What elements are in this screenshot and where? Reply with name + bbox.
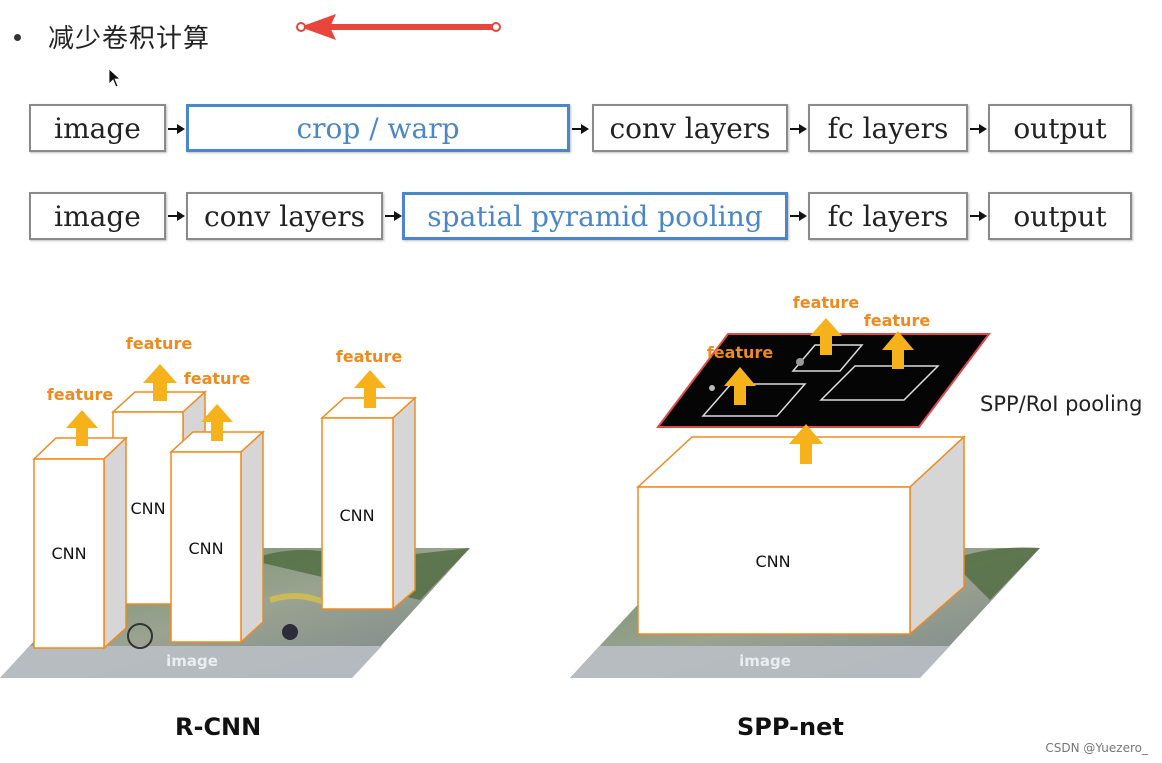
rcnn-cnn-box: CNN (169, 430, 265, 644)
row1-image-box: image (29, 104, 166, 152)
rcnn-illustration: image CNN CNN CNN CNN feature feature fe… (0, 334, 470, 678)
spp-cnn-label: CNN (755, 552, 790, 571)
spp-image-label: image (739, 652, 791, 670)
row2-spp-box: spatial pyramid pooling (402, 192, 788, 240)
arrow-right-icon (790, 124, 807, 134)
row1-fc-layers-box: fc layers (808, 104, 968, 152)
up-arrow-icon (724, 367, 756, 405)
rcnn-cnn-label: CNN (130, 499, 165, 518)
row2-image-box: image (29, 192, 166, 240)
spp-roi-box (791, 344, 864, 372)
row1-conv-layers-box: conv layers (592, 104, 788, 152)
row2-output-box: output (988, 192, 1132, 240)
rcnn-cnn-label: CNN (188, 539, 223, 558)
mouse-cursor-icon (108, 68, 122, 88)
up-arrow-icon (810, 318, 842, 355)
feature-label: feature (864, 311, 931, 330)
row1-crop-warp-box: crop / warp (186, 104, 570, 152)
watermark: CSDN @Yuezero_ (1045, 741, 1148, 755)
rcnn-cnn-box: CNN (320, 396, 417, 611)
feature-label: feature (47, 385, 114, 404)
rcnn-image-label: image (166, 652, 218, 670)
row2-fc-layers-box: fc layers (808, 192, 968, 240)
rcnn-cnn-label: CNN (339, 506, 374, 525)
arrow-right-icon (168, 211, 185, 221)
spp-roi-box (819, 365, 940, 401)
feature-label: feature (336, 347, 403, 366)
rcnn-cnn-label: CNN (51, 544, 86, 563)
spp-roi-box (701, 383, 807, 417)
bullet-dot (14, 34, 21, 41)
arrow-right-icon (790, 211, 807, 221)
bullet-text: 减少卷积计算 (48, 24, 211, 54)
row1-output-box: output (988, 104, 1132, 152)
spp-cnn-box: CNN (636, 435, 966, 636)
arrow-right-icon (970, 211, 987, 221)
feature-label: feature (707, 343, 774, 362)
row2-conv-layers-box: conv layers (186, 192, 383, 240)
feature-label: feature (184, 369, 251, 388)
rcnn-cnn-box: CNN (32, 436, 128, 650)
arrow-right-icon (385, 211, 402, 221)
sppnet-illustration: image CNN feature feature feature (570, 293, 1040, 678)
up-arrow-icon (882, 331, 914, 369)
sppnet-caption: SPP-net (737, 713, 844, 741)
feature-label: feature (793, 293, 860, 312)
up-arrow-icon (66, 410, 98, 446)
up-arrow-icon (789, 424, 823, 464)
arrow-right-icon (572, 124, 589, 134)
feature-label: feature (126, 334, 193, 353)
arrow-right-icon (970, 124, 987, 134)
arrow-right-icon (168, 124, 185, 134)
rcnn-caption: R-CNN (175, 713, 262, 741)
up-arrow-icon (201, 404, 233, 441)
up-arrow-icon (143, 364, 177, 401)
annotation-arrow-icon (296, 14, 501, 40)
up-arrow-icon (354, 370, 386, 408)
spp-roi-pooling-label: SPP/RoI pooling (980, 392, 1143, 416)
